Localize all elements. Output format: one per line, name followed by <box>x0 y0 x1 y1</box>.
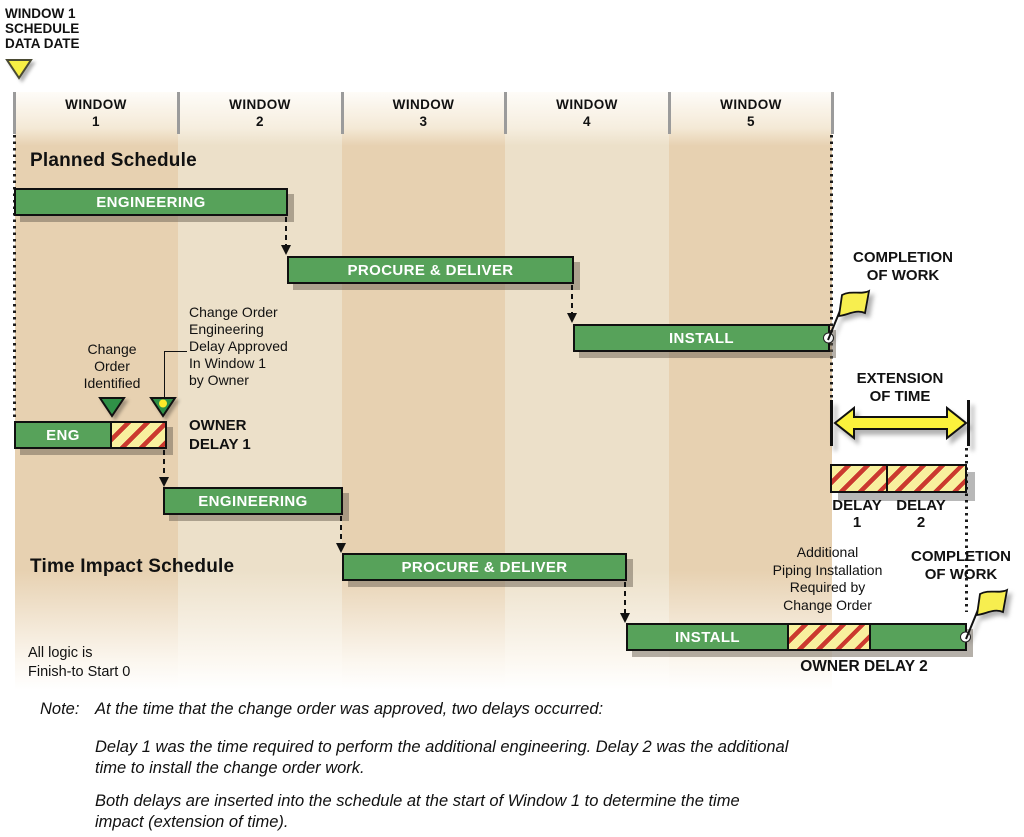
fs-link-arrow <box>619 582 630 623</box>
delay-2-label: DELAY 2 <box>896 497 946 531</box>
delay-1-label: DELAY 1 <box>832 497 882 531</box>
eng-segment: ENG <box>16 423 110 447</box>
planned-completion-dotted-line <box>830 135 833 405</box>
additional-piping-label: Additional Piping Installation Required … <box>772 544 883 613</box>
window-2-label: WINDOW 2 <box>229 97 291 129</box>
window-tick <box>13 92 16 134</box>
window-band-2 <box>178 92 342 690</box>
change-order-approved-marker-icon <box>149 397 177 418</box>
planned-engineering-bar: ENGINEERING <box>14 188 288 216</box>
owner-delay-1-hatch <box>110 423 165 447</box>
window-tick <box>668 92 671 134</box>
note-label: Note: <box>40 700 80 718</box>
owner-delay-2-label: OWNER DELAY 2 <box>800 658 928 675</box>
window-3-label: WINDOW 3 <box>392 97 455 129</box>
planned-procure-label: PROCURE & DELIVER <box>347 261 514 279</box>
eng-label: ENG <box>46 426 80 444</box>
fs-link-arrow <box>158 450 169 487</box>
change-order-identified-label: Change Order Identified <box>83 341 141 391</box>
impact-procure-bar: PROCURE & DELIVER <box>342 553 627 581</box>
fs-link-arrow <box>566 285 577 323</box>
window-band-3 <box>342 92 505 690</box>
window-4-label: WINDOW 4 <box>556 97 618 129</box>
approval-leader-line <box>164 351 187 398</box>
completion-flag-icon <box>827 289 871 341</box>
window-tick <box>341 92 344 134</box>
note-para-2: Delay 1 was the time required to perform… <box>95 738 789 777</box>
owner-delay-1-label: OWNER DELAY 1 <box>189 417 251 453</box>
impact-completion-label: COMPLETION OF WORK <box>911 548 1011 583</box>
logic-note: All logic is Finish-to Start 0 <box>28 645 131 680</box>
planned-completion-label: COMPLETION OF WORK <box>853 249 953 284</box>
impact-install-label: INSTALL <box>674 628 740 646</box>
extension-of-time-label: EXTENSION OF TIME <box>856 370 944 405</box>
window-band-4 <box>505 92 669 690</box>
planned-install-bar: INSTALL <box>573 324 834 352</box>
data-date-marker-icon <box>5 59 33 80</box>
window-tick <box>504 92 507 134</box>
impact-engineering-label: ENGINEERING <box>198 492 308 510</box>
window-5-label: WINDOW 5 <box>720 97 782 129</box>
impact-completion-dotted-line <box>965 448 968 612</box>
impact-install-segment: INSTALL <box>628 625 787 649</box>
fs-link-arrow <box>335 516 346 553</box>
delay-1-box <box>832 466 886 491</box>
eng-delay-bar: ENG <box>14 421 167 449</box>
extension-arrow-icon <box>830 400 970 446</box>
window-tick <box>177 92 180 134</box>
planned-install-label: INSTALL <box>668 329 734 347</box>
delay-boxes <box>830 464 967 493</box>
completion-flag-icon <box>965 588 1009 640</box>
planned-schedule-heading: Planned Schedule <box>30 150 197 171</box>
impact-schedule-heading: Time Impact Schedule <box>30 556 235 577</box>
impact-engineering-bar: ENGINEERING <box>163 487 343 515</box>
planned-engineering-label: ENGINEERING <box>96 193 206 211</box>
data-date-label: WINDOW 1 SCHEDULE DATA DATE <box>5 6 80 51</box>
impact-install-bar: INSTALL <box>626 623 971 651</box>
owner-delay-2-hatch <box>787 625 871 649</box>
delay-2-box <box>886 466 965 491</box>
fs-link-arrow <box>280 217 291 255</box>
window-tick <box>831 92 834 134</box>
window-1-label: WINDOW 1 <box>65 97 127 129</box>
data-date-dotted-line <box>13 135 16 421</box>
impact-install-tail-segment <box>871 625 965 649</box>
completion-endpoint-marker <box>960 631 971 643</box>
window-band-5 <box>669 92 832 690</box>
change-order-approved-label: Change Order Engineering Delay Approved … <box>189 304 288 388</box>
impact-procure-label: PROCURE & DELIVER <box>401 558 568 576</box>
note-line-1: At the time that the change order was ap… <box>95 700 604 718</box>
planned-procure-bar: PROCURE & DELIVER <box>287 256 574 284</box>
change-order-identified-marker-icon <box>98 397 126 418</box>
note-para-3: Both delays are inserted into the schedu… <box>95 792 740 831</box>
